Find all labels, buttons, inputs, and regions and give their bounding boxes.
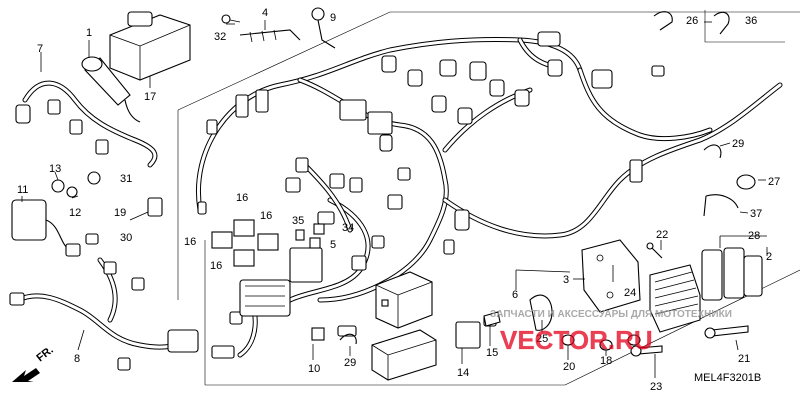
callout-26: 26 bbox=[686, 15, 698, 27]
callout-27: 27 bbox=[768, 176, 780, 188]
callout-4: 4 bbox=[262, 7, 268, 19]
callout-37: 37 bbox=[750, 208, 762, 220]
band-25[interactable] bbox=[529, 294, 553, 331]
bolt-23[interactable] bbox=[630, 345, 663, 357]
callout-6: 6 bbox=[512, 289, 518, 301]
front-arrow-icon bbox=[12, 368, 40, 382]
small-fittings[interactable] bbox=[295, 223, 325, 341]
callout-5: 5 bbox=[330, 239, 336, 251]
leader-lines bbox=[21, 20, 768, 378]
callout-25: 25 bbox=[536, 333, 548, 345]
sensor-9[interactable] bbox=[311, 7, 336, 49]
drawing-code: MEL4F3201B bbox=[694, 372, 761, 384]
relay-group[interactable] bbox=[211, 219, 279, 267]
fuse-box-cover[interactable] bbox=[371, 329, 437, 381]
callout-12: 12 bbox=[69, 207, 81, 219]
callout-3: 3 bbox=[563, 274, 569, 286]
watermark-brand: VECTOR.RU bbox=[500, 325, 653, 355]
turn-signal-relay[interactable] bbox=[11, 199, 81, 257]
clamp-4[interactable] bbox=[239, 29, 301, 43]
callout-15: 15 bbox=[486, 347, 498, 359]
callout-24: 24 bbox=[624, 287, 636, 299]
screw-32[interactable] bbox=[221, 14, 241, 24]
fuse-box[interactable] bbox=[375, 271, 433, 329]
clamp-37[interactable] bbox=[703, 194, 739, 217]
clamp-36[interactable] bbox=[713, 11, 730, 35]
collar-24[interactable] bbox=[627, 334, 641, 346]
callout-7: 7 bbox=[37, 43, 43, 55]
ignition-switch[interactable] bbox=[81, 56, 141, 123]
callout-28: 28 bbox=[748, 230, 760, 242]
callout-29b: 29 bbox=[344, 357, 356, 369]
grommet-12-13[interactable] bbox=[51, 171, 101, 198]
clamp-29-upper[interactable] bbox=[703, 144, 722, 159]
callout-32: 32 bbox=[214, 31, 226, 43]
callout-10: 10 bbox=[308, 363, 320, 375]
callout-36: 36 bbox=[745, 15, 757, 27]
callout-16b: 16 bbox=[260, 210, 272, 222]
callout-1: 1 bbox=[86, 27, 92, 39]
clamp-26[interactable] bbox=[653, 11, 673, 31]
callout-22: 22 bbox=[656, 229, 668, 241]
callout-8: 8 bbox=[74, 353, 80, 365]
callout-2: 2 bbox=[766, 251, 772, 263]
watermark: ЗАПЧАСТИ И АКСЕССУАРЫ ДЛЯ МОТОТЕХНИКИ VE… bbox=[490, 309, 732, 355]
callout-labels: 1 7 17 13 31 11 12 19 30 8 32 4 9 16 16 … bbox=[17, 7, 780, 393]
callout-23: 23 bbox=[650, 381, 662, 393]
assembly-frame bbox=[177, 10, 800, 386]
front-direction-marker: FR. bbox=[12, 344, 56, 382]
coil-pack-2[interactable] bbox=[701, 247, 763, 301]
callout-20: 20 bbox=[563, 361, 575, 373]
bolt-22[interactable] bbox=[646, 242, 663, 259]
clamp-27[interactable] bbox=[736, 174, 756, 190]
junction-block[interactable] bbox=[239, 247, 323, 317]
sub-harness-7[interactable] bbox=[15, 80, 158, 168]
callout-14: 14 bbox=[457, 367, 469, 379]
watermark-subtitle: ЗАПЧАСТИ И АКСЕССУАРЫ ДЛЯ МОТОТЕХНИКИ bbox=[490, 309, 732, 320]
callout-16c: 16 bbox=[184, 236, 196, 248]
clamp-29-lower[interactable] bbox=[339, 333, 357, 345]
callout-13: 13 bbox=[49, 163, 61, 175]
callout-34: 34 bbox=[342, 222, 354, 234]
callout-19: 19 bbox=[114, 207, 126, 219]
callout-9: 9 bbox=[330, 12, 336, 24]
bracket-19[interactable] bbox=[147, 197, 163, 217]
callout-31: 31 bbox=[120, 173, 132, 185]
callout-35: 35 bbox=[292, 215, 304, 227]
ecu-unit[interactable] bbox=[109, 11, 191, 81]
callout-16a: 16 bbox=[236, 192, 248, 204]
harness-connectors[interactable] bbox=[197, 31, 665, 359]
callout-11: 11 bbox=[17, 184, 28, 196]
callout-17: 17 bbox=[144, 91, 156, 103]
bolt-21[interactable] bbox=[704, 325, 749, 339]
regulator-rectifier[interactable] bbox=[649, 264, 701, 333]
callout-18: 18 bbox=[600, 355, 612, 367]
bracket-3[interactable] bbox=[581, 239, 641, 313]
callout-30: 30 bbox=[120, 232, 132, 244]
callout-29a: 29 bbox=[732, 138, 744, 150]
clip-30[interactable] bbox=[85, 233, 99, 245]
sub-harness-8[interactable] bbox=[9, 257, 199, 371]
front-marker-label: FR. bbox=[34, 344, 55, 364]
callout-16d: 16 bbox=[210, 260, 222, 272]
callout-21: 21 bbox=[738, 353, 750, 365]
stay-15[interactable] bbox=[483, 311, 501, 327]
